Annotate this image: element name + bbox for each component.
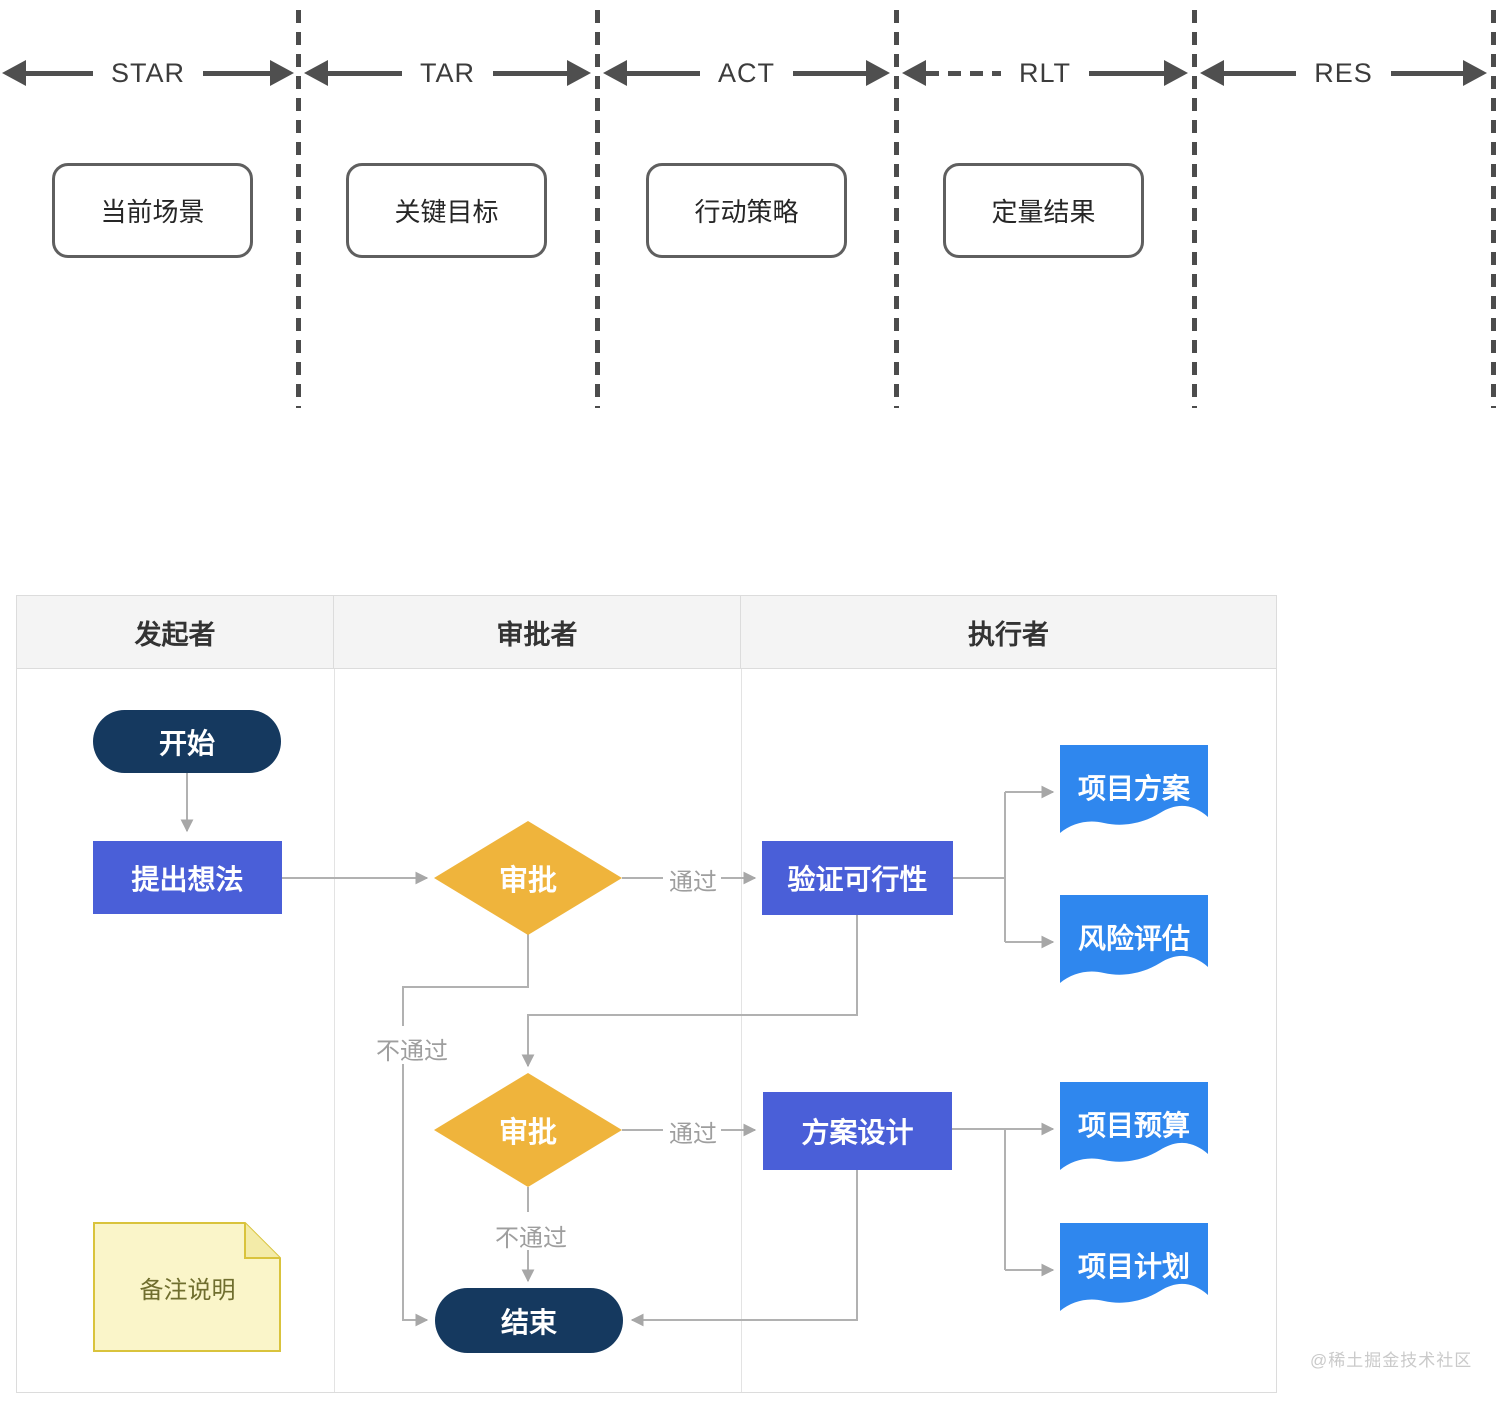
note-dogear-icon (93, 1222, 281, 1352)
timeline-label: RLT (1019, 57, 1072, 88)
timeline-divider (1192, 10, 1197, 408)
approval1-label: 审批 (498, 865, 557, 897)
arrow-right-icon (1463, 60, 1487, 86)
timeline-box-key-goal: 关键目标 (346, 163, 547, 258)
timeline-line (493, 70, 567, 76)
timeline-segment-rlt: RLT (902, 57, 1189, 88)
timeline-box-quantified-result: 定量结果 (943, 163, 1144, 258)
timeline-box-label: 当前场景 (100, 197, 205, 227)
approval-diamond-2: 审批 (434, 1073, 622, 1187)
edge-label-fail-1: 不通过 (376, 1038, 448, 1065)
edge-label-pass-2: 通过 (669, 1121, 717, 1148)
timeline-line (328, 70, 402, 76)
arrow-right-icon (1164, 60, 1189, 86)
timeline-segment-star: STAR (2, 57, 295, 88)
document-shape (1060, 1223, 1208, 1311)
doc-schedule-label: 项目计划 (1077, 1251, 1190, 1282)
arrow-left-icon (902, 60, 926, 86)
verify-label: 验证可行性 (787, 864, 928, 895)
edge-label-pass-1: 通过 (669, 869, 717, 896)
arrow-right-icon (567, 60, 591, 86)
timeline-dashed-line (926, 70, 1001, 76)
approval-diamond-1: 审批 (434, 821, 622, 935)
document-project-proposal: 项目方案 (1060, 745, 1208, 839)
document-project-budget: 项目预算 (1060, 1082, 1208, 1176)
note-shape: 备注说明 (93, 1222, 282, 1353)
document-risk-assessment: 风险评估 (1060, 895, 1208, 989)
timeline-line (26, 70, 93, 76)
timeline-divider (595, 10, 600, 408)
start-label: 开始 (158, 727, 215, 759)
end-node: 结束 (435, 1288, 623, 1353)
watermark: @稀土掘金技术社区 (1310, 1351, 1473, 1370)
arrow-left-icon (1200, 60, 1224, 86)
doc-risk-label: 风险评估 (1077, 923, 1190, 954)
timeline-label: TAR (420, 57, 475, 88)
doc-budget-label: 项目预算 (1077, 1110, 1190, 1141)
diamond-shape (434, 821, 622, 935)
edge-label-fail-2: 不通过 (495, 1225, 567, 1252)
lane-divider (334, 669, 335, 1392)
approval2-label: 审批 (498, 1117, 557, 1149)
lane-header-executor: 执行者 (968, 619, 1049, 650)
timeline-divider (1491, 10, 1496, 408)
timeline-line (203, 70, 271, 76)
timeline-line (1224, 70, 1297, 76)
arrow-left-icon (304, 60, 328, 86)
timeline-label: ACT (718, 57, 775, 88)
document-shape (1060, 745, 1208, 833)
end-label: 结束 (500, 1306, 557, 1338)
timeline-divider (894, 10, 899, 408)
timeline-line (793, 70, 866, 76)
timeline-label: RES (1314, 57, 1373, 88)
document-shape (1060, 895, 1208, 983)
timeline-divider (296, 10, 301, 408)
arrow-right-icon (270, 60, 295, 86)
lane-divider (741, 669, 742, 1392)
lane-header-initiator: 发起者 (17, 596, 334, 668)
swimlane-header: 发起者 审批者 执行者 (17, 596, 1276, 669)
arrow-right-icon (866, 60, 890, 86)
timeline-label: STAR (111, 57, 186, 88)
timeline-box-label: 关键目标 (394, 197, 499, 227)
doc-proposal-label: 项目方案 (1077, 773, 1190, 804)
timeline-box-current-scene: 当前场景 (52, 163, 253, 258)
lane-header-approver: 审批者 (334, 596, 741, 668)
timeline-segment-act: ACT (603, 57, 890, 88)
document-project-schedule: 项目计划 (1060, 1223, 1208, 1317)
propose-label: 提出想法 (131, 863, 244, 895)
timeline-segment-tar: TAR (304, 57, 591, 88)
timeline-box-label: 定量结果 (991, 197, 1096, 227)
swimlane-table: 发起者 审批者 执行者 (16, 595, 1277, 1393)
timeline-line (627, 70, 700, 76)
timeline-box-label: 行动策略 (694, 197, 799, 227)
arrow-left-icon (2, 60, 26, 86)
document-shape (1060, 1082, 1208, 1170)
verify-feasibility-node: 验证可行性 (762, 841, 953, 915)
timeline-line (1390, 70, 1463, 76)
diamond-shape (434, 1073, 622, 1187)
arrow-left-icon (603, 60, 627, 86)
timeline-segment-res: RES (1200, 57, 1487, 88)
timeline-box-action-strategy: 行动策略 (646, 163, 847, 258)
timeline-line (1089, 70, 1165, 76)
note-label: 备注说明 (139, 1277, 236, 1304)
design-plan-node: 方案设计 (763, 1092, 952, 1170)
propose-idea-node: 提出想法 (93, 841, 282, 914)
design-label: 方案设计 (801, 1117, 914, 1148)
start-node: 开始 (93, 710, 281, 773)
